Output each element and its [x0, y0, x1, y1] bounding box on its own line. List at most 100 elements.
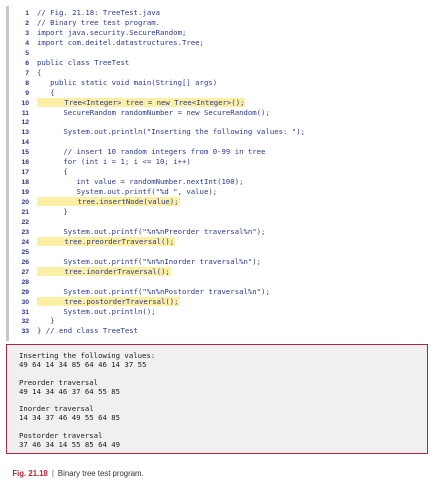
line-number: 33 [21, 328, 29, 336]
code-line: 2 // Binary tree test program. [9, 18, 429, 29]
code-text: import com.deitel.datastructures.Tree; [37, 37, 204, 47]
line-number: 17 [21, 169, 29, 177]
output-line: 49 14 34 46 37 64 55 85 [19, 386, 121, 396]
code-line: 12 [9, 117, 429, 128]
code-line: 10 Tree<Integer> tree = new Tree<Integer… [9, 97, 429, 109]
program-output: Inserting the following values:49 64 14 … [6, 344, 428, 454]
code-text: System.out.println(); [37, 306, 156, 316]
code-text: { [37, 87, 55, 97]
line-number: 7 [25, 69, 29, 77]
code-text: Tree<Integer> tree = new Tree<Integer>()… [37, 97, 246, 107]
code-text: SecureRandom randomNumber = new SecureRa… [37, 107, 270, 117]
code-line: 29 System.out.printf("%n%nPostorder trav… [9, 287, 429, 298]
code-line: 32 } [9, 316, 429, 327]
line-number: 10 [21, 99, 29, 107]
line-number: 6 [25, 59, 29, 67]
line-number: 8 [25, 79, 29, 87]
code-line: 5 [9, 48, 429, 59]
figure-caption: Fig. 21.18|Binary tree test program. [8, 460, 144, 478]
line-number: 25 [21, 248, 29, 256]
code-text: int value = randomNumber.nextInt(100); [37, 177, 244, 187]
code-line: 24 tree.preorderTraversal(); [9, 236, 429, 248]
code-text: public static void main(String[] args) [37, 77, 218, 87]
line-number: 2 [25, 19, 29, 27]
line-number: 16 [21, 159, 29, 167]
code-line: 30 tree.postorderTraversal(); [9, 296, 429, 308]
code-line: 27 tree.inorderTraversal(); [9, 266, 429, 278]
code-line: 1 // Fig. 21.18: TreeTest.java [9, 8, 429, 19]
line-number: 5 [25, 49, 29, 57]
code-text: System.out.printf("%n%nPostorder travers… [37, 286, 270, 296]
line-number: 31 [21, 308, 29, 316]
code-text: { [37, 67, 42, 77]
line-number: 23 [21, 228, 29, 236]
code-line: 14 [9, 137, 429, 148]
code-line: 23 System.out.printf("%n%nPreorder trave… [9, 227, 429, 238]
code-line: 21 } [9, 207, 429, 218]
code-text: import java.security.SecureRandom; [37, 27, 187, 37]
line-number: 28 [21, 278, 29, 286]
code-text: System.out.println("Inserting the follow… [37, 127, 305, 137]
code-text: tree.insertNode(value); [37, 197, 180, 207]
line-number: 26 [21, 258, 29, 266]
code-text: // insert 10 random integers from 0-99 i… [37, 147, 266, 157]
line-number: 27 [21, 268, 29, 276]
figure-label: Fig. 21.18 [12, 469, 48, 478]
code-text: // Binary tree test program. [37, 17, 161, 27]
code-line: 4 import com.deitel.datastructures.Tree; [9, 38, 429, 49]
output-line: Inorder traversal [19, 404, 94, 414]
code-line: 28 [9, 277, 429, 288]
code-line: 13 System.out.println("Inserting the fol… [9, 127, 429, 138]
line-number: 11 [21, 109, 29, 117]
code-text: System.out.printf("%n%nPreorder traversa… [37, 226, 266, 236]
line-number: 3 [25, 29, 29, 37]
code-line: 16 for (int i = 1; i <= 10; i++) [9, 157, 429, 168]
line-number: 19 [21, 189, 29, 197]
code-line: 25 [9, 247, 429, 258]
code-line: 26 System.out.printf("%n%nInorder traver… [9, 257, 429, 268]
line-number: 4 [25, 39, 29, 47]
code-text: tree.preorderTraversal(); [37, 236, 176, 246]
code-text: // Fig. 21.18: TreeTest.java [37, 8, 161, 17]
code-line: 18 int value = randomNumber.nextInt(100)… [9, 177, 429, 188]
code-line: 9 { [9, 88, 429, 99]
code-text: public class TreeTest [37, 57, 130, 67]
line-number: 24 [21, 238, 29, 246]
output-line: 37 46 34 14 55 85 64 49 [19, 440, 121, 449]
code-line: 22 [9, 217, 429, 228]
code-line: 6 public class TreeTest [9, 58, 429, 69]
code-text: tree.inorderTraversal(); [37, 266, 171, 276]
line-number: 14 [21, 139, 29, 147]
code-line: 33} // end class TreeTest [9, 326, 429, 337]
code-text: } [37, 316, 55, 326]
output-line: Postorder traversal [19, 431, 103, 441]
code-line: 19 System.out.printf("%d ", value); [9, 187, 429, 198]
line-number: 22 [21, 218, 29, 226]
code-listing: 1 // Fig. 21.18: TreeTest.java 2 // Binary … [6, 6, 428, 341]
line-number: 15 [21, 149, 29, 157]
output-line: Inserting the following values: [19, 351, 156, 360]
code-line: 8 public static void main(String[] args) [9, 78, 429, 89]
line-number: 12 [21, 119, 29, 127]
line-number: 18 [21, 179, 29, 187]
code-text: System.out.printf("%n%nInorder traversal… [37, 256, 262, 266]
line-number: 32 [21, 318, 29, 326]
output-line: 14 34 37 46 49 55 64 85 [19, 413, 121, 423]
code-line: 31 System.out.println(); [9, 307, 429, 318]
line-number: 30 [21, 298, 29, 306]
line-number: 1 [25, 10, 29, 17]
output-line: 49 64 14 34 85 64 46 14 37 55 [19, 359, 147, 369]
caption-text: Binary tree test program. [57, 469, 144, 478]
code-text: } [37, 207, 68, 216]
code-text: tree.postorderTraversal(); [37, 296, 180, 306]
code-line: 3 import java.security.SecureRandom; [9, 28, 429, 39]
line-number: 21 [21, 209, 29, 216]
line-number: 29 [21, 288, 29, 296]
output-line: Preorder traversal [19, 377, 99, 387]
line-number: 20 [21, 199, 29, 207]
caption-separator: | [51, 469, 54, 478]
code-text: System.out.printf("%d ", value); [37, 187, 218, 197]
line-number: 9 [25, 89, 29, 97]
code-text: { [37, 167, 68, 177]
code-line: 15 // insert 10 random integers from 0-9… [9, 147, 429, 158]
